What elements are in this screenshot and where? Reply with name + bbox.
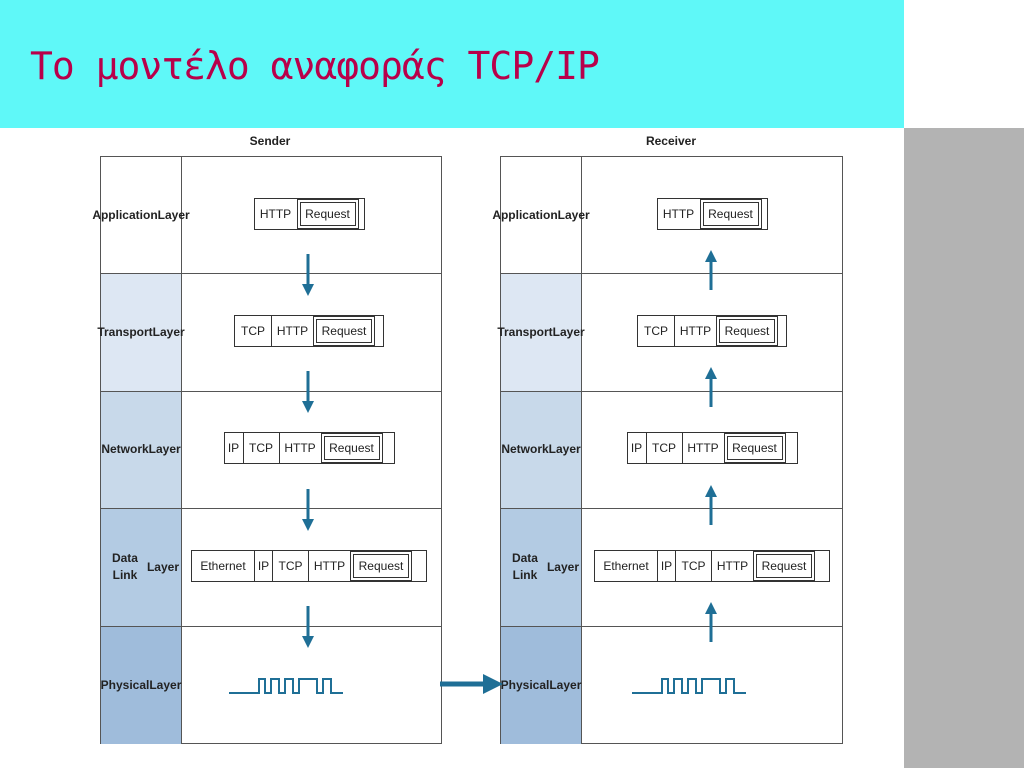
layer-label-line1: Network — [501, 442, 549, 457]
packet-segment-tcp: TCP — [644, 324, 668, 339]
layer-label-line2: Layer — [546, 559, 579, 574]
packet-segment-request: Request — [350, 550, 412, 581]
right-gray-panel — [904, 128, 1024, 768]
packet-segment-tcp: TCP — [241, 324, 265, 339]
packet-segment-http: HTTP — [662, 206, 695, 221]
packet-segment-http: HTTP — [278, 433, 321, 464]
packet-segment-ip: IP — [254, 550, 272, 581]
title-banner: Το μοντέλο αναφοράς TCP/IP — [0, 0, 904, 128]
packet-segment-ip: IP — [227, 441, 240, 456]
packet-segment-request: Request — [296, 198, 359, 229]
receiver-packet: HTTP Request — [656, 197, 768, 230]
packet-segment-ethernet: Ethernet — [200, 558, 246, 573]
layer-label-line2: Layer — [146, 559, 179, 574]
layer-label-line1: Transport — [497, 325, 553, 340]
packet-segment-request: Request — [723, 433, 786, 464]
layer-label-line2: Layer — [149, 677, 182, 692]
packet-segment-ethernet: Ethernet — [603, 558, 649, 573]
layer-label-line1: Application — [492, 207, 558, 222]
packet-segment-http: HTTP — [259, 206, 292, 221]
packet-segment-tcp: TCP — [242, 433, 279, 464]
sender-heading: Sender — [249, 134, 291, 148]
packet-segment-ip: IP — [657, 550, 675, 581]
layer-label-line2: Layer — [549, 677, 582, 692]
layer-label-line1: Network — [101, 442, 149, 457]
layer-label-line2: Layer — [548, 442, 581, 457]
packet-segment-request: Request — [699, 198, 762, 229]
receiver-signal-waveform — [632, 678, 746, 695]
sender-layer-label: Data Link Layer — [101, 509, 182, 626]
packet-segment-http: HTTP — [674, 316, 716, 347]
packet-segment-request: Request — [320, 433, 383, 464]
packet-segment-request: Request — [716, 316, 778, 347]
packet-segment-http: HTTP — [271, 316, 313, 347]
sender-packet: HTTP Request — [253, 197, 365, 230]
packet-segment-ip: IP — [630, 441, 643, 456]
packet-segment-tcp: TCP — [645, 433, 682, 464]
layer-label-line2: Layer — [557, 207, 590, 222]
packet-segment-tcp: TCP — [272, 550, 308, 581]
sender-signal-waveform — [229, 678, 343, 695]
layer-label-line1: Data Link — [511, 551, 538, 583]
packet-segment-http: HTTP — [681, 433, 724, 464]
packet-segment-request: Request — [753, 550, 815, 581]
layer-label-line1: Physical — [500, 677, 550, 692]
layer-label-line1: Physical — [100, 677, 150, 692]
layer-label-line2: Layer — [157, 207, 190, 222]
packet-segment-tcp: TCP — [675, 550, 711, 581]
packet-segment-http: HTTP — [308, 550, 350, 581]
signal-pulse-line — [229, 678, 343, 695]
layer-label-line1: Transport — [97, 325, 153, 340]
layer-label-line2: Layer — [148, 442, 181, 457]
receiver-heading: Receiver — [645, 134, 697, 148]
signal-pulse-line — [632, 678, 746, 695]
packet-segment-request: Request — [313, 316, 375, 347]
receiver-layer-label: Data Link Layer — [501, 509, 582, 626]
layer-label-line1: Application — [92, 207, 158, 222]
slide-title: Το μοντέλο αναφοράς TCP/IP — [30, 44, 600, 88]
layer-label-line1: Data Link — [111, 551, 138, 583]
packet-segment-http: HTTP — [711, 550, 753, 581]
layer-label-line2: Layer — [152, 325, 185, 340]
layer-label-line2: Layer — [552, 325, 585, 340]
